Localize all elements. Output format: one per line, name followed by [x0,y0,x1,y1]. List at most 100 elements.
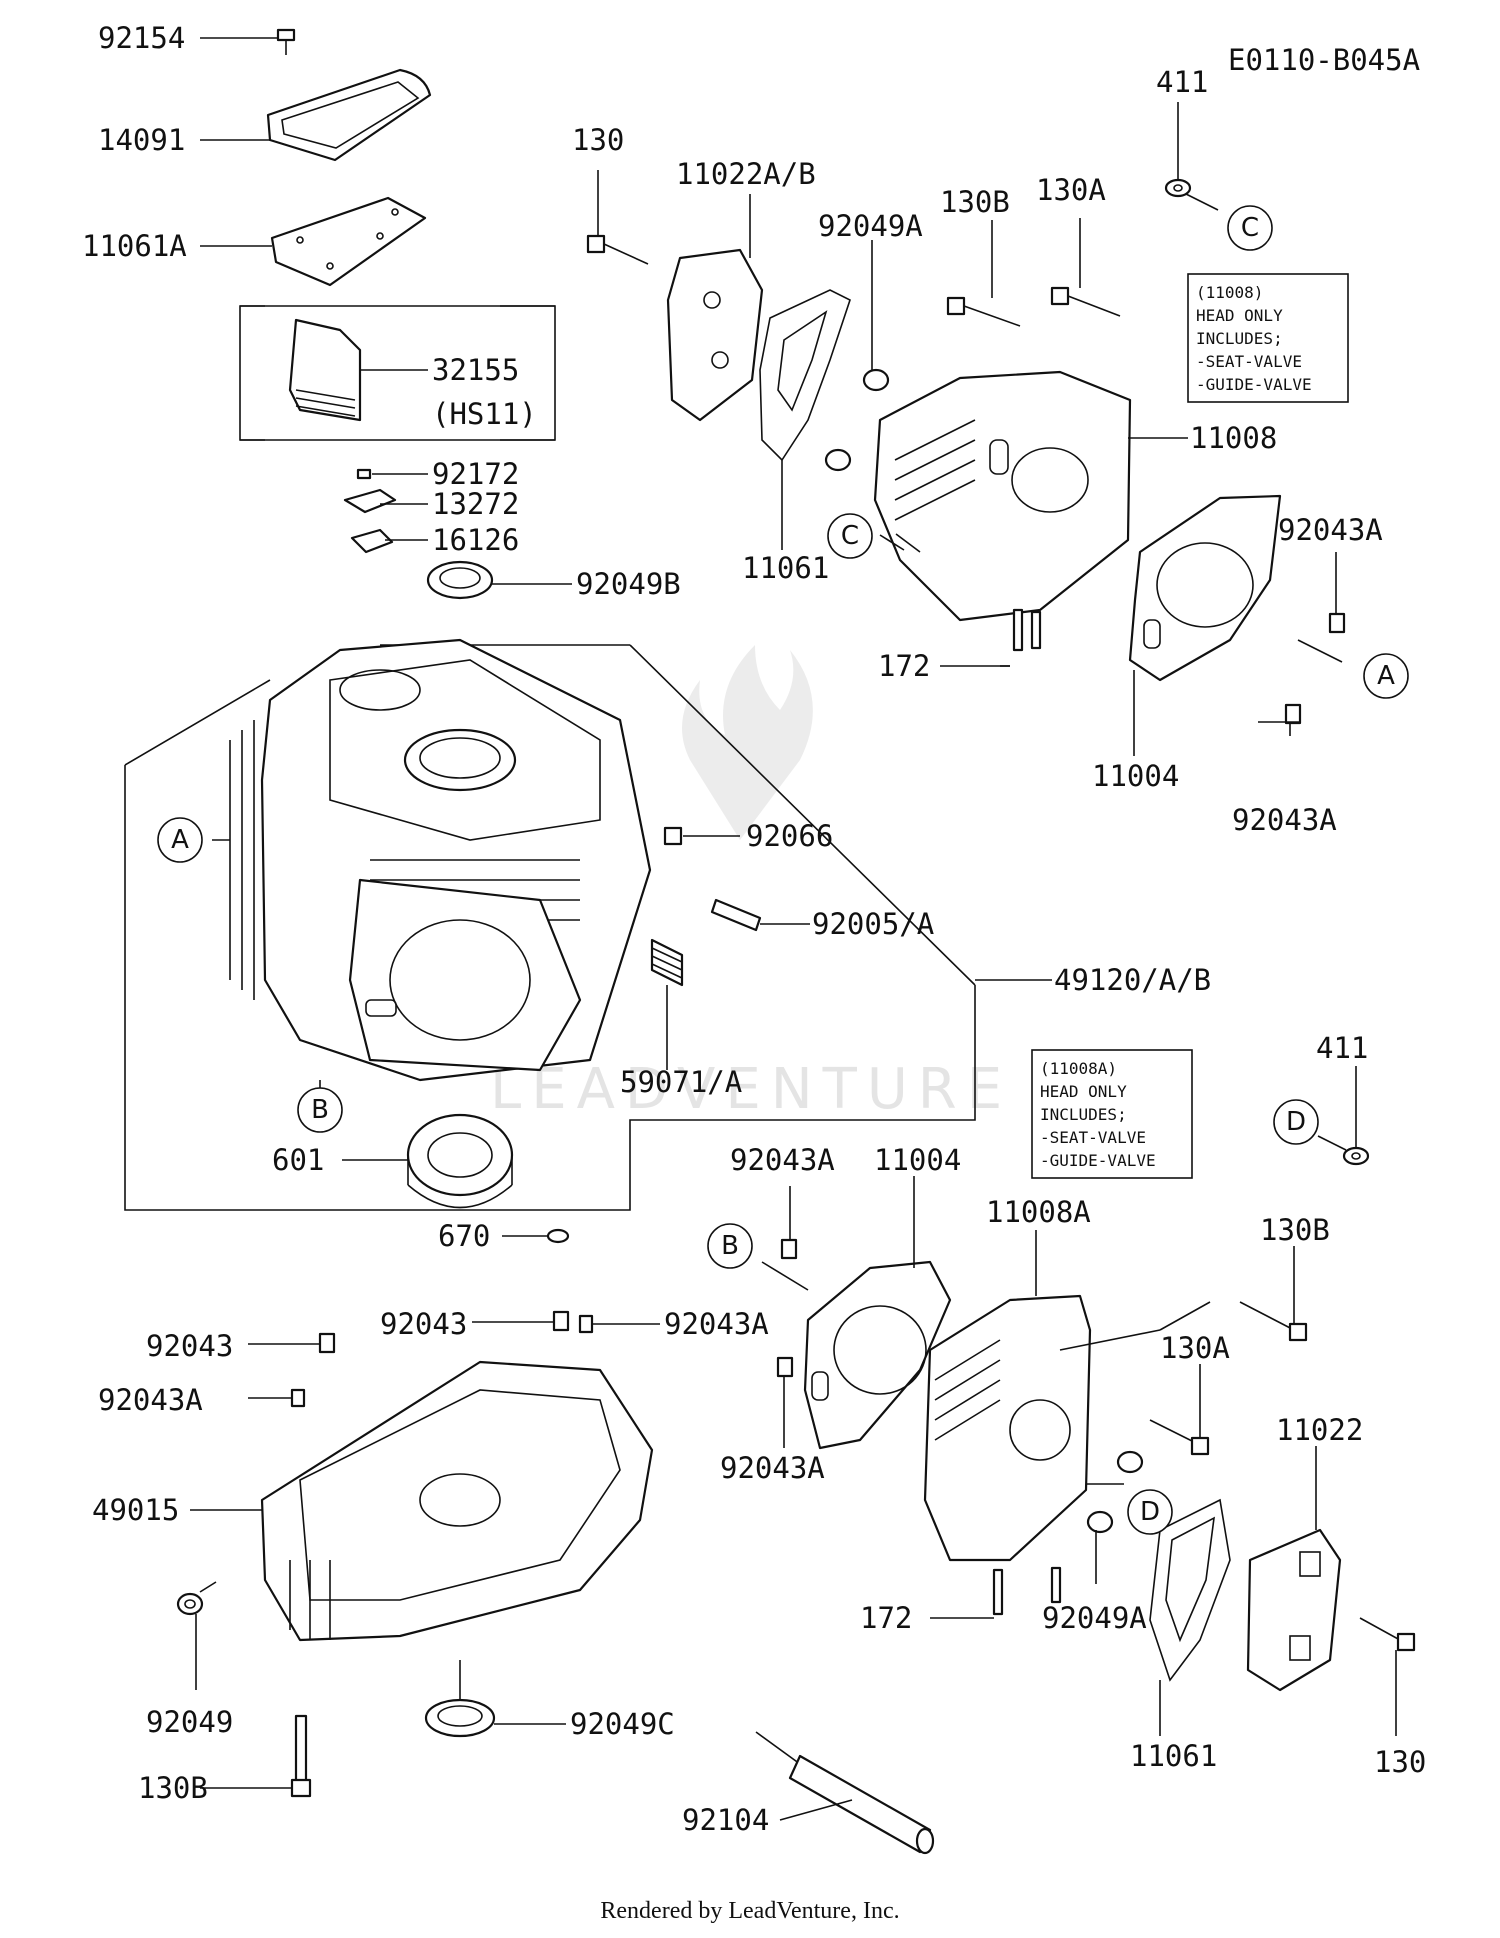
note-11008a-line-2: HEAD ONLY [1040,1082,1127,1101]
callout-d-right: D [1273,1099,1319,1145]
label-130-bottom: 130 [1374,1745,1426,1779]
label-92043a-bottom-mid: 92043A [664,1307,769,1341]
cylinder-head-11008 [873,370,1132,622]
watermark-logo: LEADVENTURE [490,645,1012,1122]
bolt-130b-left [290,1714,312,1798]
watermark-text: LEADVENTURE [490,1057,1012,1122]
label-411-bottom: 411 [1316,1031,1368,1065]
label-11061-top: 11061 [742,551,829,585]
note-11008a-line-4: -SEAT-VALVE [1040,1128,1146,1147]
plate-13272 [343,488,397,514]
note-11008-line-1: (11008) [1196,283,1263,302]
callout-a-left: A [157,817,203,863]
sealant-tube-92104 [755,1731,935,1855]
label-92049b: 92049B [576,567,681,601]
gasket-11061-bottom [1149,1498,1231,1682]
rocker-cover-11022 [1246,1528,1342,1692]
note-box-11008: (11008) HEAD ONLY INCLUDES; -SEAT-VALVE … [1187,273,1349,403]
label-130-top: 130 [572,123,624,157]
label-11008: 11008 [1190,421,1277,455]
label-92043a-mid-1: 92043A [730,1143,835,1177]
studs-172-top [1012,608,1042,652]
callout-d-right-text: D [1286,1107,1306,1137]
label-11061-bottom: 11061 [1130,1739,1217,1773]
dowel-92043a-mid-2 [776,1356,794,1378]
note-11008-line-5: -GUIDE-VALVE [1196,375,1312,394]
dowel-92043a-top-1 [1328,612,1346,634]
gasket-11061-top [759,289,851,462]
seal-92049a-top [862,368,890,392]
diagram-code: E0110-B045A [1228,43,1420,77]
label-16126: 16126 [432,523,519,557]
label-601: 601 [272,1143,324,1177]
label-130b-left: 130B [138,1771,208,1805]
label-hs11: (HS11) [432,397,537,431]
cover-plate-14091 [266,68,432,162]
bracket-32155 [239,305,265,441]
label-92043-mid: 92043 [380,1307,467,1341]
label-11004-top: 11004 [1092,759,1179,793]
callout-b-right: B [707,1223,753,1269]
label-59071a: 59071/A [620,1065,742,1099]
note-box-11008a: (11008A) HEAD ONLY INCLUDES; -SEAT-VALVE… [1031,1049,1193,1179]
label-92154: 92154 [98,21,185,55]
label-130a-bottom: 130A [1160,1331,1230,1365]
note-11008a-line-5: -GUIDE-VALVE [1040,1151,1156,1170]
label-92043a-left: 92043A [98,1383,203,1417]
bolt-130a-top [1050,286,1121,317]
label-172-top: 172 [878,649,930,683]
callout-c-left-text: C [841,521,859,551]
label-130b-top: 130B [940,185,1010,219]
screw-92172 [356,468,372,480]
plate-16126 [350,528,394,554]
label-49015: 49015 [92,1493,179,1527]
callout-b-left-text: B [311,1095,329,1125]
label-130a-top: 130A [1036,173,1106,207]
label-92049a-top: 92049A [818,209,923,243]
label-92104: 92104 [682,1803,769,1837]
screw-92154 [276,28,296,55]
rocker-cover-11022ab [666,248,764,422]
callout-a-right-text: A [1377,661,1395,691]
note-11008-line-2: HEAD ONLY [1196,306,1283,325]
note-11008a-line-3: INCLUDES; [1040,1105,1127,1124]
callout-a-right: A [1363,653,1409,699]
label-49120ab: 49120/A/B [1054,963,1211,997]
callout-d-mid-text: D [1140,1497,1160,1527]
air-filter-32155 [288,318,362,422]
note-11008-line-3: INCLUDES; [1196,329,1283,348]
label-92049: 92049 [146,1705,233,1739]
dowel-92043a-mid-1 [780,1238,798,1260]
callout-c-top: C [1227,205,1273,251]
gasket-11061a [270,196,427,287]
callout-b-right-text: B [721,1231,739,1261]
seal-92049a-top-2 [824,448,852,472]
nut-92049 [176,1592,204,1616]
callout-c-left: C [827,513,873,559]
bolt-130-bottom [1359,1617,1416,1652]
bolt-130b-top [946,296,1021,327]
label-411-top: 411 [1156,65,1208,99]
label-14091: 14091 [98,123,185,157]
washer-411-bottom [1342,1146,1370,1166]
assembly-outline-49120 [124,644,976,1211]
studs-172-bottom [992,1566,1062,1616]
label-172-bottom: 172 [860,1601,912,1635]
bearing-601 [406,1113,514,1209]
dowel-92043a-top-2 [1284,703,1302,725]
label-11061a: 11061A [82,229,187,263]
label-92043a-top-1: 92043A [1278,513,1383,547]
head-gasket-11004-top [1128,494,1282,682]
cylinder-head-11008a [923,1294,1092,1562]
label-92172: 92172 [432,457,519,491]
label-11022: 11022 [1276,1413,1363,1447]
footer-credit: Rendered by LeadVenture, Inc. [600,1898,899,1924]
label-92049c: 92049C [570,1707,675,1741]
seal-92049a-bottom-2 [1086,1510,1114,1534]
label-92005a: 92005/A [812,907,934,941]
dowel-92043-mid [552,1310,570,1332]
label-13272: 13272 [432,487,519,521]
o-ring-670 [546,1228,570,1244]
